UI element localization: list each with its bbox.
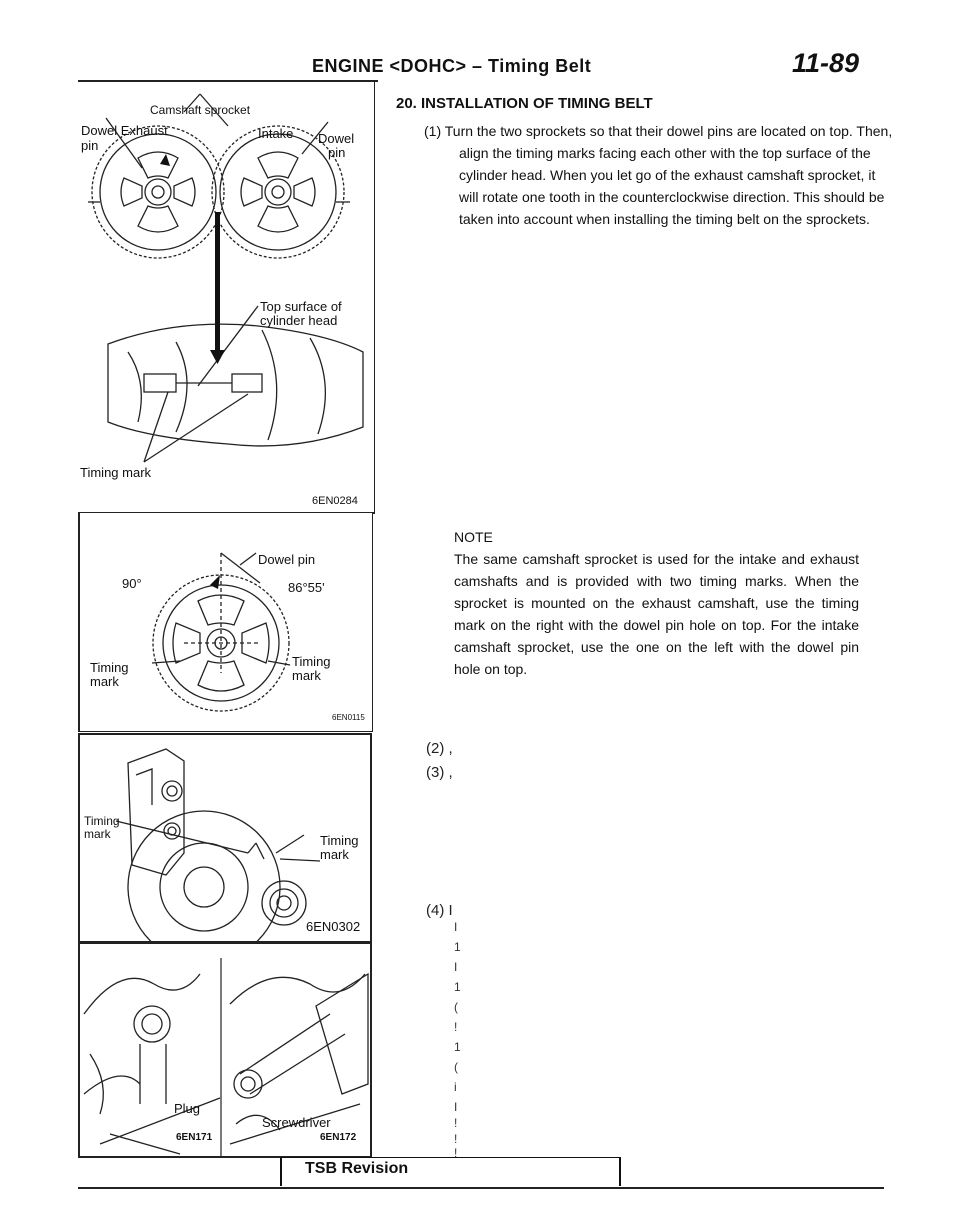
label-top-surface-2: cylinder head: [260, 313, 338, 328]
truncated-text-fragment: !: [454, 1116, 458, 1130]
label-intake: Intake: [258, 126, 294, 141]
label-dowel-right: Dowel: [318, 131, 355, 146]
figure-code-6EN0115: 6EN0115: [332, 713, 365, 722]
step-3-stub: (3) ,: [426, 764, 453, 781]
figure-code-6EN0302: 6EN0302: [306, 919, 361, 934]
truncated-text-fragment: !: [454, 1146, 458, 1160]
header-rule: [78, 80, 378, 82]
label-camshaft-sprocket: Camshaft sprocket: [150, 103, 251, 117]
label-dowel-pin: Dowel pin: [258, 552, 316, 567]
tsb-revision-label: TSB Revision: [305, 1160, 409, 1177]
truncated-text-fragment: I: [454, 920, 458, 934]
label-dowel-exhaust: Dowel Exhaust: [81, 123, 168, 138]
label-timing-mark-crank-2: mark: [320, 847, 349, 862]
footer-rule: [78, 1187, 884, 1189]
figure-camshaft-sprockets: Camshaft sprocket Dowel Exhaust pin Inta…: [78, 82, 375, 514]
label-timing-mark-right-2: mark: [292, 668, 321, 683]
page-header-title: ENGINE <DOHC> – Timing Belt: [312, 56, 592, 76]
figure-sprocket-angles: Dowel pin 90° 86°55' Timing mark Timing …: [78, 513, 373, 732]
truncated-text-fragment: (: [454, 1060, 458, 1074]
section-heading: 20. INSTALLATION OF TIMING BELT: [396, 95, 653, 112]
figure-code-6EN171: 6EN171: [176, 1132, 213, 1143]
label-pin-left: pin: [81, 138, 99, 153]
truncated-text-fragment: I: [454, 960, 458, 974]
truncated-text-fragment: 1: [454, 940, 461, 954]
truncated-text-fragment: !: [454, 1020, 458, 1034]
step-1-text: (1) Turn the two sprockets so that their…: [424, 123, 893, 227]
note-body: The same camshaft sprocket is used for t…: [454, 551, 859, 677]
label-plug: Plug: [174, 1101, 201, 1116]
figure-timing-marks: Timing mark Timing mark 6EN0302: [78, 733, 372, 943]
note-title: NOTE: [454, 529, 493, 545]
timing-mark-drawing: [115, 748, 321, 941]
truncated-text-fragment: !: [454, 1132, 458, 1146]
plug-screwdriver-drawing: [83, 958, 369, 1156]
label-pin-right: pin: [328, 145, 346, 160]
truncated-text-fragment: I: [454, 1100, 458, 1114]
figure-code-6EN172: 6EN172: [320, 1132, 357, 1143]
note-block: NOTE The same camshaft sprocket is used …: [454, 526, 859, 680]
label-angle-90: 90°: [122, 576, 142, 591]
label-timing-mark: Timing mark: [80, 465, 152, 480]
sprocket-angle-drawing: [151, 552, 291, 712]
page-number: 11-89: [792, 48, 860, 78]
label-timing-mark-left-1: Timing: [90, 660, 129, 675]
label-timing-mark-cam-1: Timing: [84, 814, 120, 828]
label-timing-mark-left-2: mark: [90, 674, 119, 689]
truncated-text-fragment: (: [454, 1000, 458, 1014]
figure-code-6EN0284: 6EN0284: [312, 495, 358, 507]
camshaft-sprocket-drawing: [88, 93, 364, 463]
label-angle-86-55: 86°55': [288, 580, 325, 595]
truncated-text-fragment: 1: [454, 980, 461, 994]
step-2-stub: (2) ,: [426, 740, 453, 757]
truncated-text-fragment: 1: [454, 1040, 461, 1054]
label-screwdriver: Screwdriver: [262, 1115, 331, 1130]
figure-plug-screwdriver: Plug 6EN171 Screwdriver 6EN172: [78, 942, 372, 1158]
step-4-stub: (4) I: [426, 902, 453, 919]
tsb-revision-box: [280, 1157, 621, 1186]
label-timing-mark-crank-1: Timing: [320, 833, 359, 848]
label-top-surface-1: Top surface of: [260, 299, 342, 314]
truncated-text-fragment: i: [454, 1080, 457, 1094]
label-timing-mark-right-1: Timing: [292, 654, 331, 669]
label-timing-mark-cam-2: mark: [84, 827, 111, 841]
